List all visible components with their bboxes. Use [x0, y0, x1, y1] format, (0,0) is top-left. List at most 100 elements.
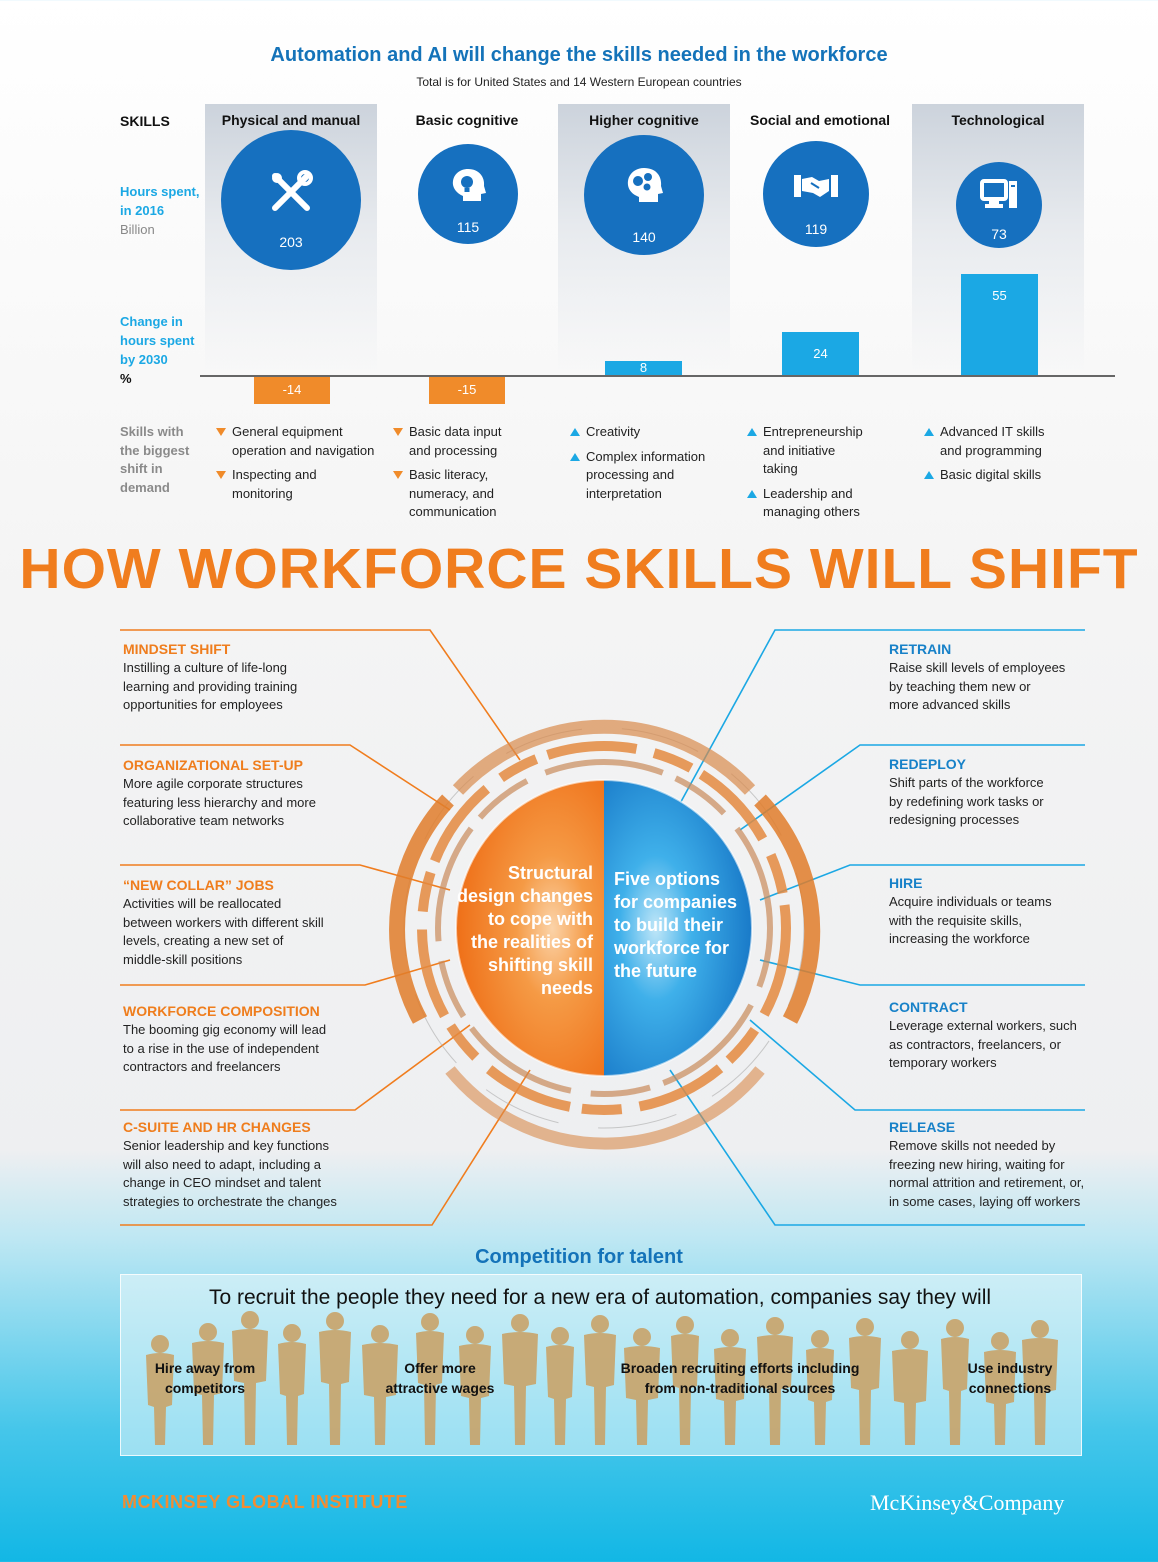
item-desc-line: Remove skills not needed by	[889, 1138, 1056, 1153]
person-head	[283, 1324, 301, 1342]
person-head	[721, 1329, 739, 1347]
change-bar: 24	[782, 331, 859, 376]
item-desc-line: Senior leadership and key functions	[123, 1138, 329, 1153]
person-head	[901, 1331, 919, 1349]
hours-circle: 119	[763, 141, 869, 247]
shift-line: Complex information	[586, 448, 706, 464]
item-desc-line: Activities will be reallocated	[123, 896, 282, 911]
shift-line: operation and navigation	[232, 442, 375, 458]
person-head	[633, 1328, 651, 1346]
option-line: Use industry	[967, 1360, 1053, 1376]
item-desc-line: opportunities for employees	[123, 697, 283, 712]
person-body	[941, 1337, 969, 1445]
shift-line: and processing	[409, 442, 498, 458]
person-head	[151, 1335, 169, 1353]
item-desc-line: by teaching them new or	[889, 678, 1031, 694]
option-line: connections	[968, 1380, 1052, 1396]
item-title: ORGANIZATIONAL SET-UP	[123, 757, 303, 773]
recruit-option: Use industry connections	[940, 1358, 1080, 1398]
shift-line: managing others	[763, 504, 860, 519]
item-title: CONTRACT	[889, 999, 968, 1015]
person-body	[192, 1341, 224, 1445]
shift-line: Basic digital skills	[940, 467, 1042, 482]
person-body	[984, 1350, 1016, 1445]
item-desc-line: featuring less hierarchy and more	[123, 794, 316, 810]
center-line: shifting skill	[487, 955, 593, 975]
item-desc-line: strategies to orchestrate the changes	[123, 1193, 337, 1209]
center-line: to cope with	[488, 909, 593, 929]
skill-name: Technological	[951, 112, 1045, 128]
workforce-option-item: REDEPLOY Shift parts of the workforce by…	[889, 755, 1129, 830]
structural-change-item: MINDSET SHIFT Instilling a culture of li…	[123, 640, 363, 715]
lightbulb-head-icon	[452, 169, 486, 201]
item-desc-line: collaborative team networks	[123, 813, 285, 828]
center-line: Structural	[507, 863, 593, 883]
shift-line: interpretation	[586, 485, 662, 501]
structural-change-item: “NEW COLLAR” JOBS Activities will be rea…	[123, 876, 363, 969]
center-line: design changes	[456, 886, 593, 906]
person-head	[991, 1332, 1009, 1350]
hours-value: 140	[632, 229, 656, 245]
person-body	[278, 1342, 306, 1445]
shift-label-line: the biggest	[120, 442, 190, 458]
person-head	[466, 1326, 484, 1344]
hours-unit: Billion	[120, 222, 155, 237]
item-desc-line: Acquire individuals or teams	[889, 894, 1052, 909]
shift-label-line: shift in	[120, 461, 163, 476]
main-title: HOW WORKFORCE SKILLS WILL SHIFT	[19, 537, 1139, 601]
competition-title: Competition for talent	[475, 1246, 683, 1268]
center-line: Five options	[614, 869, 721, 889]
shift-label-line: demand	[120, 479, 170, 495]
workforce-option-item: RELEASE Remove skills not needed by free…	[889, 1118, 1109, 1211]
change-bar: -15	[429, 376, 505, 404]
change-bar: 55	[961, 274, 1038, 376]
person-head	[1031, 1320, 1049, 1338]
computer-icon	[980, 179, 1017, 208]
item-title: RETRAIN	[889, 641, 952, 657]
person-head	[326, 1312, 344, 1330]
change-label: Change in hours spent by 2030 %	[120, 312, 194, 388]
skill-name: Physical and manual	[221, 112, 361, 128]
up-arrow-icon	[747, 428, 757, 436]
person-head	[856, 1318, 874, 1336]
item-desc-line: Raise skill levels of employees	[889, 660, 1066, 675]
shift-item: Basic digital skills	[924, 466, 1094, 485]
up-arrow-icon	[570, 428, 580, 436]
hours-circle: 73	[956, 162, 1042, 248]
person-head	[946, 1319, 964, 1337]
person-body	[1022, 1338, 1058, 1445]
recruit-option: Offer more attractive wages	[365, 1358, 515, 1398]
structural-change-item: ORGANIZATIONAL SET-UP More agile corpora…	[123, 756, 363, 831]
hours-label-line: Hours spent,	[120, 184, 200, 199]
change-label-line: by 2030	[120, 352, 168, 367]
person-body	[416, 1331, 444, 1445]
hours-label: Hours spent, in 2016 Billion	[120, 182, 199, 239]
shift-label: Skills with the biggest shift in demand	[120, 423, 189, 497]
hours-circle: 140	[584, 135, 704, 255]
center-line: workforce for	[614, 938, 730, 958]
handshake-icon	[794, 175, 838, 197]
item-title: “NEW COLLAR” JOBS	[123, 877, 274, 893]
change-bar: -14	[254, 376, 330, 404]
item-desc-line: normal attrition and retirement, or,	[889, 1175, 1085, 1190]
recruit-option: Broaden recruiting efforts including fro…	[590, 1358, 890, 1398]
change-unit: %	[120, 371, 132, 386]
skill-name: Higher cognitive	[589, 112, 699, 128]
workforce-option-item: HIRE Acquire individuals or teams with t…	[889, 874, 1129, 949]
item-desc-line: in some cases, laying off workers	[889, 1193, 1081, 1209]
down-arrow-icon	[393, 428, 403, 436]
item-title: MINDSET SHIFT	[123, 641, 231, 657]
shift-line: Entrepreneurship	[763, 424, 863, 439]
shift-line: Basic literacy,	[409, 467, 489, 482]
item-desc-line: Leverage external workers, such	[889, 1018, 1077, 1033]
shift-line: monitoring	[232, 485, 293, 501]
down-arrow-icon	[216, 428, 226, 436]
center-line: to build their	[614, 915, 723, 935]
up-arrow-icon	[924, 471, 934, 479]
